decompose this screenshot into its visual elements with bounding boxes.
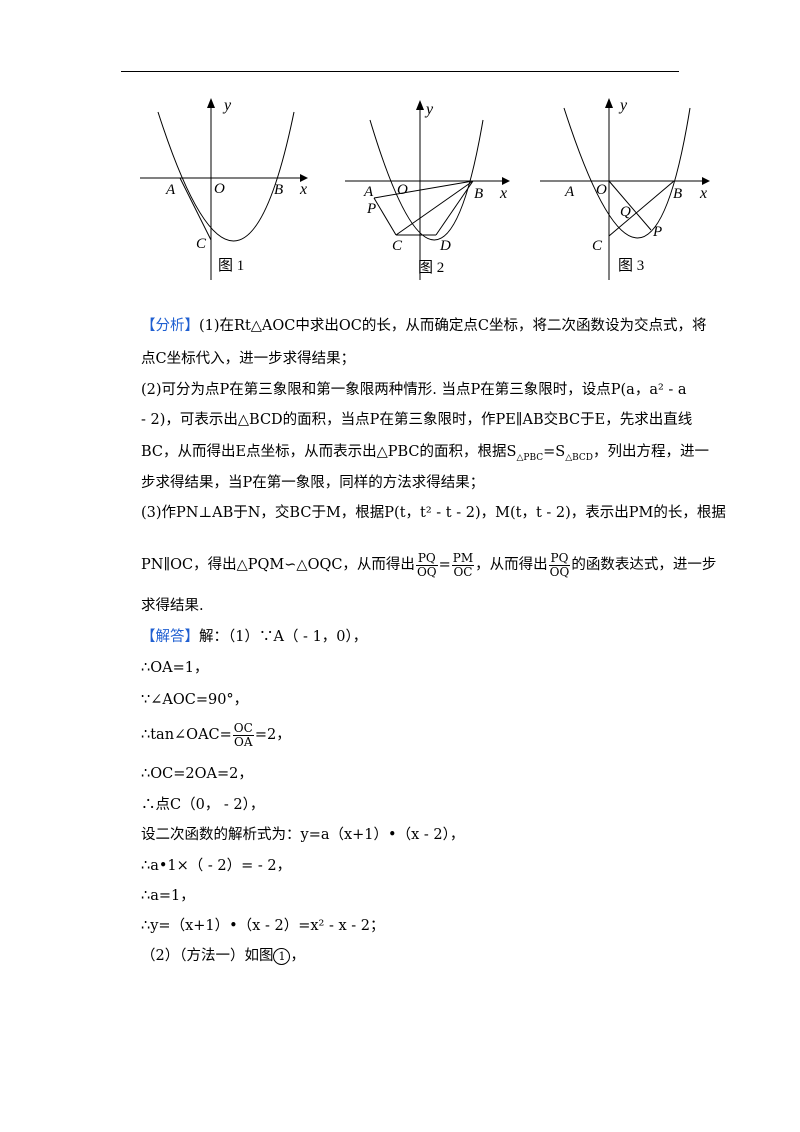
analysis-tag: 【分析】 bbox=[141, 318, 199, 334]
fig2-caption: 图 2 bbox=[418, 259, 444, 276]
answer-line-8: ∴a•1×（ - 2）= - 2， bbox=[141, 856, 291, 876]
analysis-text-6: 步求得结果，当P在第一象限，同样的方法求得结果； bbox=[141, 475, 485, 491]
analysis-text-5c: ，列出方程，进一 bbox=[593, 444, 710, 460]
answer-text-10: ∴y=（x+1）•（x - 2）=x² - x - 2； bbox=[141, 918, 385, 934]
analysis-text-8c: ，从而得出 bbox=[475, 557, 548, 573]
analysis-text-2: 点C坐标代入，进一步求得结果； bbox=[141, 351, 356, 367]
fig3-label-C: C bbox=[592, 238, 603, 254]
answer-text-8: ∴a•1×（ - 2）= - 2， bbox=[141, 858, 292, 874]
answer-line-1: 【解答】解：（1）∵A（ - 1，0）， bbox=[141, 627, 367, 647]
fig1-label-O: O bbox=[214, 181, 225, 197]
fig2-label-D: D bbox=[439, 238, 451, 254]
answer-line-3: ∵∠AOC=90°， bbox=[141, 690, 248, 710]
answer-text-11a: （2）（方法一）如图 bbox=[141, 948, 274, 964]
answer-text-7: 设二次函数的解析式为：y=a（x+1）•（x - 2）， bbox=[141, 827, 465, 843]
fig2-label-P: P bbox=[366, 201, 376, 217]
analysis-text-1: (1)在Rt△AOC中求出OC的长，从而确定点C坐标，将二次函数设为交点式，将 bbox=[199, 318, 707, 334]
fig2-label-B: B bbox=[474, 186, 483, 202]
fig2-label-A: A bbox=[363, 184, 374, 200]
answer-text-4b: =2， bbox=[254, 727, 291, 743]
analysis-sub-pbc: △PBC bbox=[516, 452, 544, 463]
fig3-label-B: B bbox=[673, 186, 682, 202]
analysis-text-5b: =S bbox=[543, 444, 566, 460]
fig1-label-A: A bbox=[165, 182, 176, 198]
header-rule bbox=[121, 71, 679, 72]
fig3-label-O: O bbox=[596, 182, 607, 198]
fig1-label-y: y bbox=[222, 97, 232, 114]
analysis-line-2: 点C坐标代入，进一步求得结果； bbox=[141, 349, 355, 369]
analysis-text-3: (2)可分为点P在第三象限和第一象限两种情形. 当点P在第三象限时，设点P(a，… bbox=[141, 382, 687, 398]
analysis-text-9: 求得结果. bbox=[141, 598, 204, 614]
figure-3: y x O A B Q P C 图 3 bbox=[540, 97, 710, 280]
fig3-label-Q: Q bbox=[620, 204, 631, 220]
answer-text-4a: ∴tan∠OAC= bbox=[141, 727, 232, 743]
fig2-label-x: x bbox=[499, 185, 507, 202]
analysis-line-9: 求得结果. bbox=[141, 596, 204, 616]
answer-text-11b: ， bbox=[290, 948, 305, 964]
fig3-caption: 图 3 bbox=[618, 257, 644, 274]
figure-2: y x O A B P C D 图 2 bbox=[345, 100, 510, 280]
fig2-label-O: O bbox=[397, 182, 408, 198]
analysis-line-6: 步求得结果，当P在第一象限，同样的方法求得结果； bbox=[141, 473, 484, 493]
answer-text-5: ∴OC=2OA=2， bbox=[141, 766, 253, 782]
fig3-label-A: A bbox=[564, 184, 575, 200]
analysis-text-4: - 2)，可表示出△BCD的面积，当点P在第三象限时，作PE∥AB交BC于E，先… bbox=[141, 412, 693, 428]
analysis-text-8a: PN∥OC，得出△PQM∽△OQC，从而得出 bbox=[141, 557, 415, 573]
fig2-label-y: y bbox=[424, 101, 434, 118]
answer-line-6: ∴点C（0， - 2）， bbox=[141, 795, 264, 815]
fig1-caption: 图 1 bbox=[218, 257, 244, 274]
fig2-label-C: C bbox=[392, 238, 403, 254]
answer-line-7: 设二次函数的解析式为：y=a（x+1）•（x - 2）， bbox=[141, 825, 464, 845]
answer-text-3: ∵∠AOC=90°， bbox=[141, 692, 249, 708]
fig3-label-x: x bbox=[699, 185, 707, 202]
analysis-line-5: BC，从而得出E点坐标，从而表示出△PBC的面积，根据S△PBC=S△BCD，列… bbox=[141, 442, 709, 468]
answer-tag: 【解答】 bbox=[141, 629, 199, 645]
answer-line-10: ∴y=（x+1）•（x - 2）=x² - x - 2； bbox=[141, 916, 384, 936]
answer-text-9: ∴a=1， bbox=[141, 888, 195, 904]
analysis-line-3: (2)可分为点P在第三象限和第一象限两种情形. 当点P在第三象限时，设点P(a，… bbox=[141, 380, 687, 400]
analysis-text-5a: BC，从而得出E点坐标，从而表示出△PBC的面积，根据S bbox=[141, 444, 517, 460]
answer-text-2: ∴OA=1， bbox=[141, 660, 209, 676]
fig1-label-C: C bbox=[196, 236, 207, 252]
circled-number-icon: 1 bbox=[273, 948, 291, 965]
answer-text-6: ∴点C（0， - 2）， bbox=[141, 797, 265, 813]
analysis-equals: = bbox=[438, 557, 451, 573]
analysis-line-1: 【分析】(1)在Rt△AOC中求出OC的长，从而确定点C坐标，将二次函数设为交点… bbox=[141, 316, 706, 336]
analysis-text-8d: 的函数表达式，进一步 bbox=[571, 557, 717, 573]
analysis-sub-bcd: △BCD bbox=[565, 452, 594, 463]
figure-1: y x O A B C 图 1 bbox=[140, 97, 308, 280]
analysis-line-7: (3)作PN⊥AB于N，交BC于M，根据P(t，t² - t - 2)，M(t，… bbox=[141, 503, 726, 523]
fig3-label-P: P bbox=[652, 224, 662, 240]
fig1-label-B: B bbox=[274, 182, 283, 198]
analysis-text-7: (3)作PN⊥AB于N，交BC于M，根据P(t，t² - t - 2)，M(t，… bbox=[141, 505, 726, 521]
fig3-label-y: y bbox=[618, 97, 628, 114]
answer-text-1: 解：（1）∵A（ - 1，0）， bbox=[199, 629, 368, 645]
analysis-line-4: - 2)，可表示出△BCD的面积，当点P在第三象限时，作PE∥AB交BC于E，先… bbox=[141, 410, 692, 430]
fig1-label-x: x bbox=[299, 181, 307, 198]
answer-line-5: ∴OC=2OA=2， bbox=[141, 764, 253, 784]
answer-line-2: ∴OA=1， bbox=[141, 658, 208, 678]
answer-line-9: ∴a=1， bbox=[141, 886, 195, 906]
